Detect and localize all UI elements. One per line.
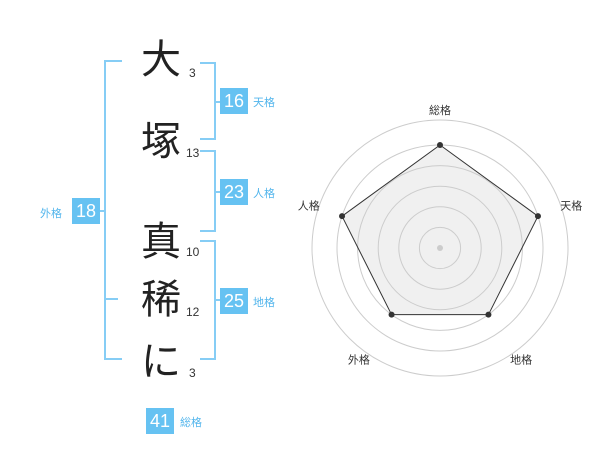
jinkaku-label: 人格 xyxy=(253,187,275,200)
stroke-count-2: 13 xyxy=(186,146,200,160)
stroke-count-1: 3 xyxy=(189,66,196,80)
gaikaku-bracket-tick xyxy=(98,210,106,212)
radar-axis-label-5: 人格 xyxy=(298,198,320,212)
chikaku-bracket-tick xyxy=(214,299,220,301)
radar-axis-label-2: 天格 xyxy=(560,198,582,212)
tenkaku-label: 天格 xyxy=(253,96,275,109)
name-char-1: 大 xyxy=(141,37,181,83)
chikaku-score: 25 xyxy=(220,288,248,314)
radar-axis-label-3: 地格 xyxy=(510,353,532,367)
radar-area xyxy=(342,145,538,315)
radar-point-5 xyxy=(339,213,346,220)
tenkaku-score: 16 xyxy=(220,88,248,114)
gaikaku-bracket-divider xyxy=(104,298,118,300)
chikaku-label: 地格 xyxy=(253,296,275,309)
stroke-count-4: 12 xyxy=(186,305,200,319)
radar-outline xyxy=(341,144,539,316)
name-char-4: 稀 xyxy=(141,277,181,323)
name-char-5: に xyxy=(141,339,181,385)
soukaku-score: 41 xyxy=(146,408,174,434)
radar-grid-ring-3 xyxy=(377,185,503,311)
jinkaku-bracket-tick xyxy=(214,191,220,193)
radar-point-3 xyxy=(485,311,492,318)
soukaku-label: 総格 xyxy=(180,416,202,429)
radar-center-dot xyxy=(437,245,443,251)
radar-point-2 xyxy=(534,213,541,220)
stroke-count-5: 3 xyxy=(189,366,196,380)
stroke-count-3: 10 xyxy=(186,245,200,259)
radar-point-1 xyxy=(437,142,443,148)
gaikaku-label: 外格 xyxy=(40,207,62,220)
name-char-3: 真 xyxy=(141,219,181,265)
radar-axis-label-4: 外格 xyxy=(348,353,370,367)
jinkaku-score: 23 xyxy=(220,179,248,205)
radar-grid-ring-2 xyxy=(398,206,482,290)
name-char-2: 塚 xyxy=(141,119,181,165)
radar-axis-label-1: 総格 xyxy=(429,103,451,117)
radar-grid-ring-1 xyxy=(418,226,462,270)
gaikaku-score: 18 xyxy=(72,198,100,224)
radar-point-4 xyxy=(388,311,395,318)
tenkaku-bracket-tick xyxy=(214,101,220,103)
radar-outer-ring xyxy=(311,119,569,377)
